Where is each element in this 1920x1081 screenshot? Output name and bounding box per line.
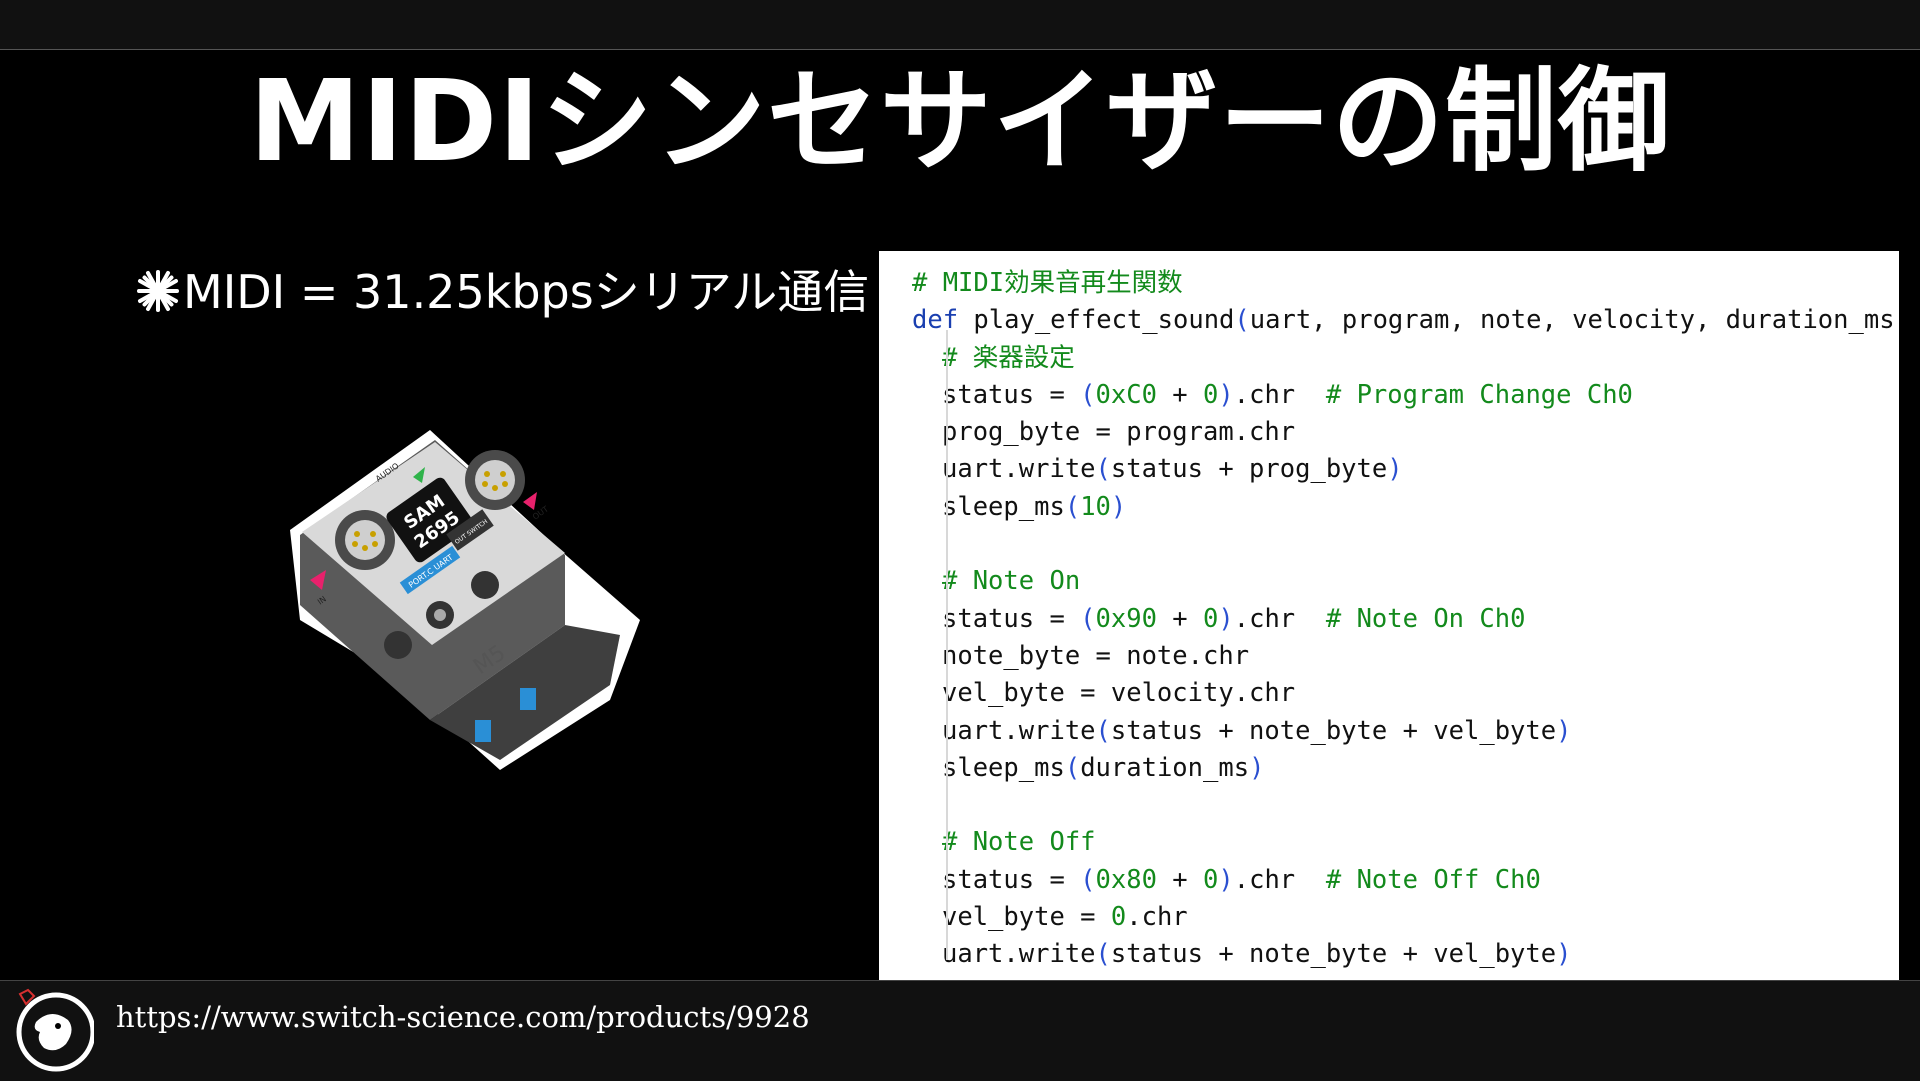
code-token: .chr — [1233, 379, 1326, 410]
code-token: status = — [942, 603, 1081, 634]
code-token: ( — [1095, 715, 1111, 746]
din-connector-left-icon — [335, 510, 395, 570]
asterisk-bullet-icon — [137, 270, 179, 312]
code-token: ) — [1387, 454, 1403, 485]
code-token: ( — [1064, 752, 1081, 783]
code-token: prog_byte = program.chr — [942, 417, 1296, 448]
code-token: ( — [1095, 939, 1111, 970]
code-line: def play_effect_sound(uart, program, not… — [879, 302, 1899, 339]
code-token: status = — [942, 864, 1081, 895]
code-token: play_effect_sound — [958, 305, 1235, 336]
code-token: ( — [1095, 454, 1111, 485]
code-token: ) — [1895, 305, 1899, 335]
code-line: vel_byte = 0.chr — [879, 899, 1899, 936]
code-token: status + note_byte + vel_byte — [1110, 715, 1557, 746]
code-token: 0xC0 — [1095, 379, 1157, 410]
code-token: ) — [1110, 491, 1127, 522]
code-token: ) — [1249, 752, 1265, 783]
code-line: status = (0x80 + 0).chr # Note Off Ch0 — [879, 862, 1899, 899]
code-token: # Program Change Ch0 — [1325, 379, 1633, 410]
code-line: uart.write(status + note_byte + vel_byte… — [879, 713, 1899, 750]
slide-title: MIDIシンセサイザーの制御 — [249, 57, 1671, 187]
code-token: 0 — [1203, 379, 1219, 410]
code-token: .chr — [1233, 603, 1326, 634]
code-token: ) — [1556, 715, 1572, 746]
top-bar — [0, 0, 1920, 50]
code-token: 0 — [1203, 864, 1219, 895]
code-line — [879, 526, 1899, 563]
code-token: ( — [1234, 305, 1250, 336]
code-token: sleep_ms — [942, 491, 1065, 522]
code-token: # Note On Ch0 — [1325, 603, 1526, 634]
code-token: # Note Off — [942, 827, 1096, 858]
code-line: uart.write(status + prog_byte) — [879, 451, 1899, 488]
code-line: status = (0xC0 + 0).chr # Program Change… — [879, 377, 1899, 414]
code-token: ) — [1218, 603, 1234, 634]
code-token: 0x80 — [1095, 864, 1157, 895]
in-arrow-icon — [310, 570, 326, 590]
audio-arrow-icon — [413, 467, 425, 483]
code-token: ( — [1080, 864, 1096, 895]
code-token: 0 — [1110, 902, 1127, 933]
code-line: sleep_ms(duration_ms) — [879, 750, 1899, 787]
code-token: + — [1156, 603, 1204, 634]
code-token: status = — [942, 379, 1081, 410]
code-token: + — [1156, 379, 1204, 410]
code-token: # Note Off Ch0 — [1325, 864, 1541, 895]
code-token: uart.write — [942, 454, 1096, 485]
code-token: status + prog_byte — [1110, 454, 1388, 485]
code-line: prog_byte = program.chr — [879, 414, 1899, 451]
fish-logo-icon — [16, 988, 94, 1072]
code-line: sleep_ms(10) — [879, 489, 1899, 526]
code-token: ) — [1218, 379, 1234, 410]
code-line: # 楽器設定 — [879, 340, 1899, 377]
code-token: sleep_ms — [942, 752, 1065, 783]
code-token: ( — [1064, 491, 1081, 522]
code-token: duration_ms — [1080, 752, 1250, 783]
code-token: ( — [1080, 603, 1096, 634]
code-token: note_byte = note.chr — [942, 640, 1250, 671]
indent-guide — [946, 330, 948, 960]
bullet-item: MIDI = 31.25kbpsシリアル通信 — [135, 262, 869, 322]
bottom-bar — [0, 980, 1920, 1081]
code-token: # 楽器設定 — [942, 342, 1075, 373]
out-arrow-icon — [523, 492, 537, 510]
midi-unit-product-image: SAM 2695 AUDIO IN OUT OUT SWITCH PORT.C … — [290, 430, 640, 770]
code-token: ( — [1080, 379, 1096, 410]
code-line: uart.write(status + note_byte + vel_byte… — [879, 936, 1899, 973]
code-token: .chr — [1126, 902, 1188, 933]
code-line: vel_byte = velocity.chr — [879, 675, 1899, 712]
code-token: 0x90 — [1095, 603, 1157, 634]
code-token: ) — [1556, 939, 1572, 970]
code-line: # Note On — [879, 563, 1899, 600]
code-token: status + note_byte + vel_byte — [1110, 939, 1557, 970]
code-token: uart.write — [942, 715, 1096, 746]
source-url[interactable]: https://www.switch-science.com/products/… — [116, 1000, 810, 1034]
code-token: uart, program, note, velocity, duration_… — [1249, 305, 1895, 336]
code-line — [879, 787, 1899, 824]
code-line: # Note Off — [879, 824, 1899, 861]
code-token: + — [1156, 864, 1204, 895]
code-token: def — [912, 305, 959, 336]
bullet-text: MIDI = 31.25kbpsシリアル通信 — [183, 265, 870, 319]
code-line: status = (0x90 + 0).chr # Note On Ch0 — [879, 601, 1899, 638]
code-line: # MIDI効果音再生関数 — [879, 265, 1899, 302]
code-token: ) — [1218, 864, 1234, 895]
code-token: 0 — [1203, 603, 1219, 634]
code-token: .chr — [1233, 864, 1326, 895]
code-token: uart.write — [942, 939, 1096, 970]
code-line: note_byte = note.chr — [879, 638, 1899, 675]
code-token: # MIDI効果音再生関数 — [912, 268, 1183, 298]
code-token: vel_byte = — [942, 902, 1111, 933]
code-token: 10 — [1080, 491, 1111, 522]
din-connector-right-icon — [465, 450, 525, 510]
code-token: vel_byte = velocity.chr — [942, 678, 1296, 709]
code-token: # Note On — [942, 566, 1081, 597]
